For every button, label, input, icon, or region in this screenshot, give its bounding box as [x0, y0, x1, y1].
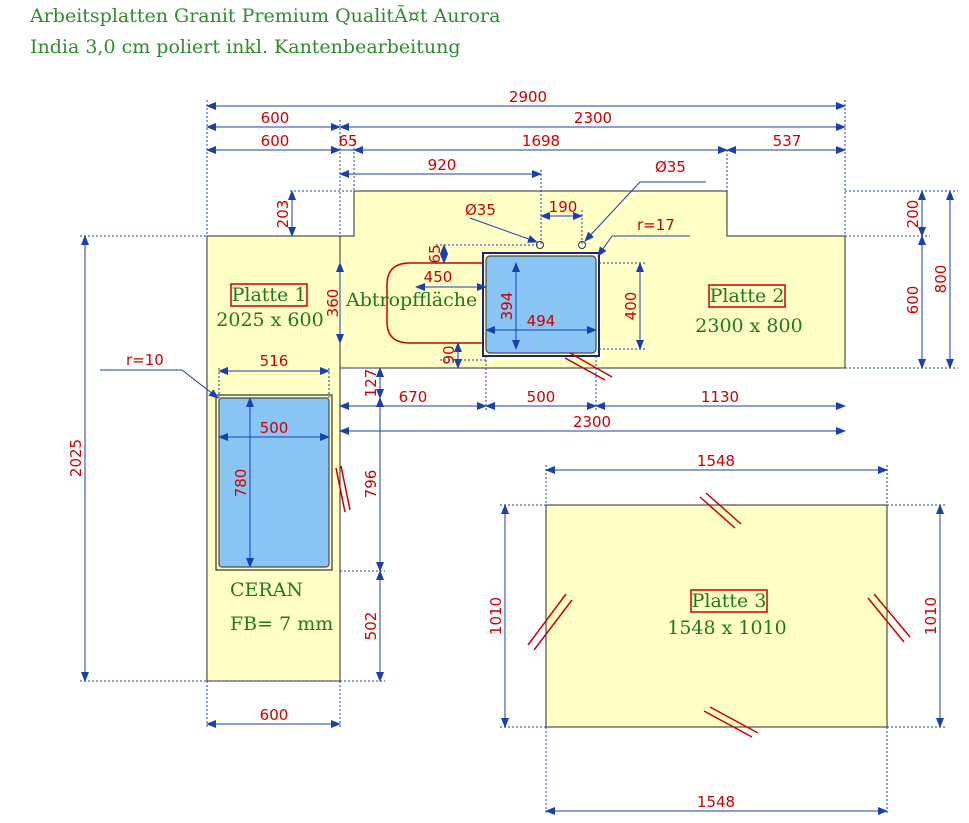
plate-3-name: Platte 3: [692, 590, 767, 612]
dim-r17: r=17: [637, 216, 675, 234]
dim-400: 400: [622, 292, 640, 321]
dim-1548-top: 1548: [697, 452, 735, 470]
dim-800: 800: [932, 265, 950, 294]
dim-450: 450: [424, 268, 453, 286]
dim-1548-bottom: 1548: [697, 793, 735, 811]
dim-360: 360: [324, 289, 342, 318]
dim-r10: r=10: [126, 351, 164, 369]
dim-796: 796: [362, 470, 380, 499]
ceran-cutout-outline: [215, 394, 333, 571]
dim-780: 780: [232, 469, 250, 498]
dim-502: 502: [362, 612, 380, 641]
dim-90: 90: [440, 345, 458, 364]
dim-670: 670: [399, 388, 428, 406]
plate-1-label-box: [230, 283, 308, 307]
dim-1130: 1130: [701, 388, 739, 406]
dim-2025: 2025: [67, 439, 85, 477]
dim-2300-top: 2300: [574, 109, 612, 127]
dim-500-h: 500: [527, 388, 556, 406]
dim-516: 516: [260, 352, 289, 370]
dim-1698: 1698: [522, 132, 560, 150]
fb-label: FB= 7 mm: [230, 613, 333, 635]
dim-2900: 2900: [509, 88, 547, 106]
dim-1010-right: 1010: [922, 597, 940, 635]
dim-500-ceran: 500: [260, 419, 289, 437]
dim-dia35-right: Ø35: [655, 158, 686, 176]
dimension-texts: 2900 600 2300 600 65 1698 537 920 Ø35 Ø3…: [67, 88, 950, 811]
tap-hole-right: [578, 241, 586, 249]
dim-203: 203: [274, 200, 292, 229]
joint-marks: [335, 352, 911, 738]
plate-3-slab: [545, 504, 888, 728]
plate-2-name: Platte 2: [710, 285, 785, 307]
dim-537: 537: [773, 132, 802, 150]
dim-920: 920: [428, 156, 457, 174]
plate-3-size: 1548 x 1010: [667, 617, 787, 639]
dim-600-b: 600: [261, 132, 290, 150]
title-line-1: Arbeitsplatten Granit Premium QualitÃ¤t …: [29, 5, 500, 27]
dim-190: 190: [549, 198, 578, 216]
dim-600-right: 600: [904, 286, 922, 315]
ceran-label: CERAN: [230, 579, 303, 601]
dim-dia35-left: Ø35: [465, 201, 496, 219]
dim-394: 394: [498, 292, 516, 321]
drainboard-outline: [386, 262, 483, 344]
plate-1-size: 2025 x 600: [216, 309, 323, 331]
plate-2-size: 2300 x 800: [695, 315, 802, 337]
title-line-2: India 3,0 cm poliert inkl. Kantenbearbei…: [30, 36, 461, 58]
dim-200: 200: [904, 200, 922, 229]
dim-127: 127: [362, 369, 380, 398]
plate-1-name: Platte 1: [232, 284, 307, 306]
dim-600-a: 600: [261, 109, 290, 127]
plate-2-label-box: [708, 284, 786, 308]
dim-1010-left: 1010: [487, 597, 505, 635]
dimension-lines: [81, 102, 954, 815]
drainboard-label: Abtropffläche: [345, 289, 477, 311]
dim-2300-bottom: 2300: [573, 413, 611, 431]
plate-3-label-box: [690, 589, 768, 613]
dim-65-h: 65: [338, 132, 357, 150]
dim-600-bottom: 600: [260, 706, 289, 724]
dim-494: 494: [527, 312, 556, 330]
dim-65-v: 65: [426, 244, 444, 263]
sink-cutout-outline: [482, 252, 600, 357]
